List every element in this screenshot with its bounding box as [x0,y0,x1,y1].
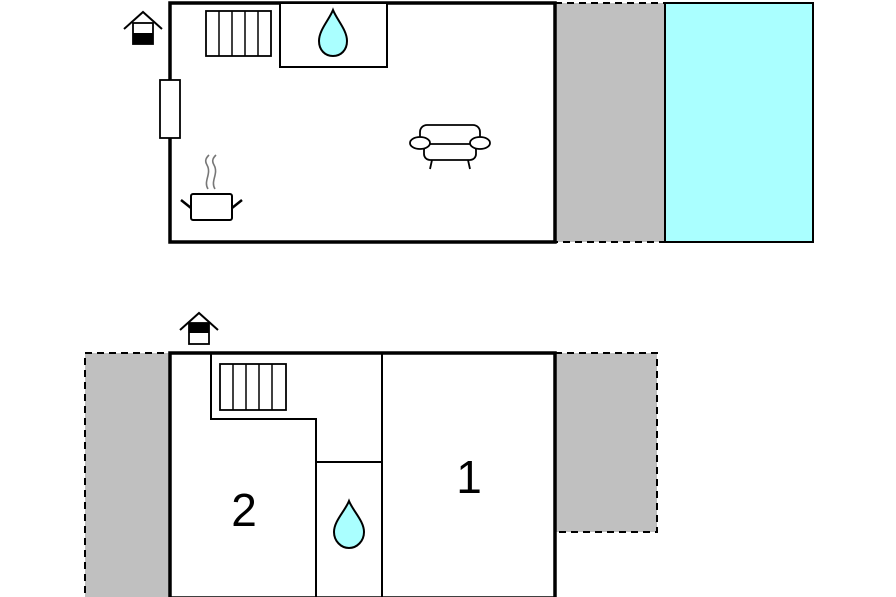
terrace-left [84,352,171,597]
interior-walls [210,353,383,597]
sofa-icon [409,124,491,170]
terrace-right [554,352,658,533]
window-icon [159,79,181,139]
upper-floor: 1 2 [84,311,658,597]
bathroom-icon [332,498,366,550]
room-label-2: 2 [231,484,257,536]
terrace [554,2,666,243]
bathroom-icon [317,7,349,58]
room-label-1: 1 [456,451,482,503]
swimming-pool [664,2,814,243]
stairs-icon [219,363,287,411]
kitchen-icon [180,154,243,221]
ground-floor [123,1,814,244]
entrance-icon [123,10,163,45]
stairs-icon [205,10,272,57]
entrance-icon [179,311,219,345]
